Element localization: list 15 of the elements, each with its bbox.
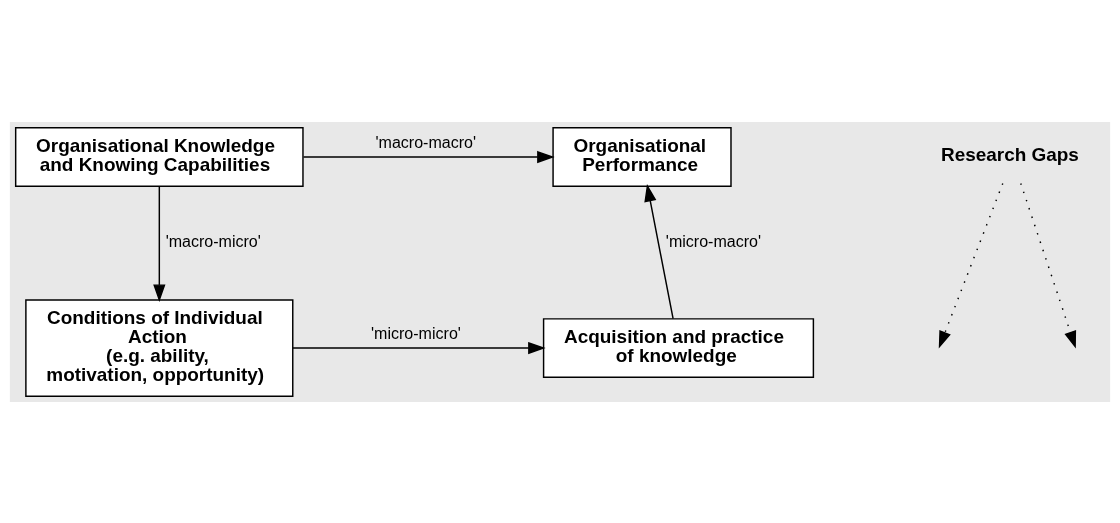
arrow <box>1020 182 1077 349</box>
edge-label: 'micro-micro' <box>371 323 461 342</box>
node-box: Organisational Knowledge and Knowing Capabilities <box>14 126 304 187</box>
node-box: Organisational Performance <box>552 126 732 187</box>
arrow <box>302 150 555 163</box>
arrow <box>153 185 166 302</box>
arrow <box>938 182 1004 349</box>
edge-label: 'macro-macro' <box>375 132 477 151</box>
arrow <box>292 341 546 354</box>
arrow <box>644 183 674 319</box>
node-text: Research Gaps <box>940 143 1079 164</box>
node-box: Acquisition and practice of knowledge <box>542 317 815 378</box>
edge-label: 'micro-macro' <box>665 231 762 250</box>
edge-label: 'macro-micro' <box>165 231 261 250</box>
node-box: Conditions of Individual Action (e.g. ability, motivation, opportunity) <box>25 298 294 397</box>
